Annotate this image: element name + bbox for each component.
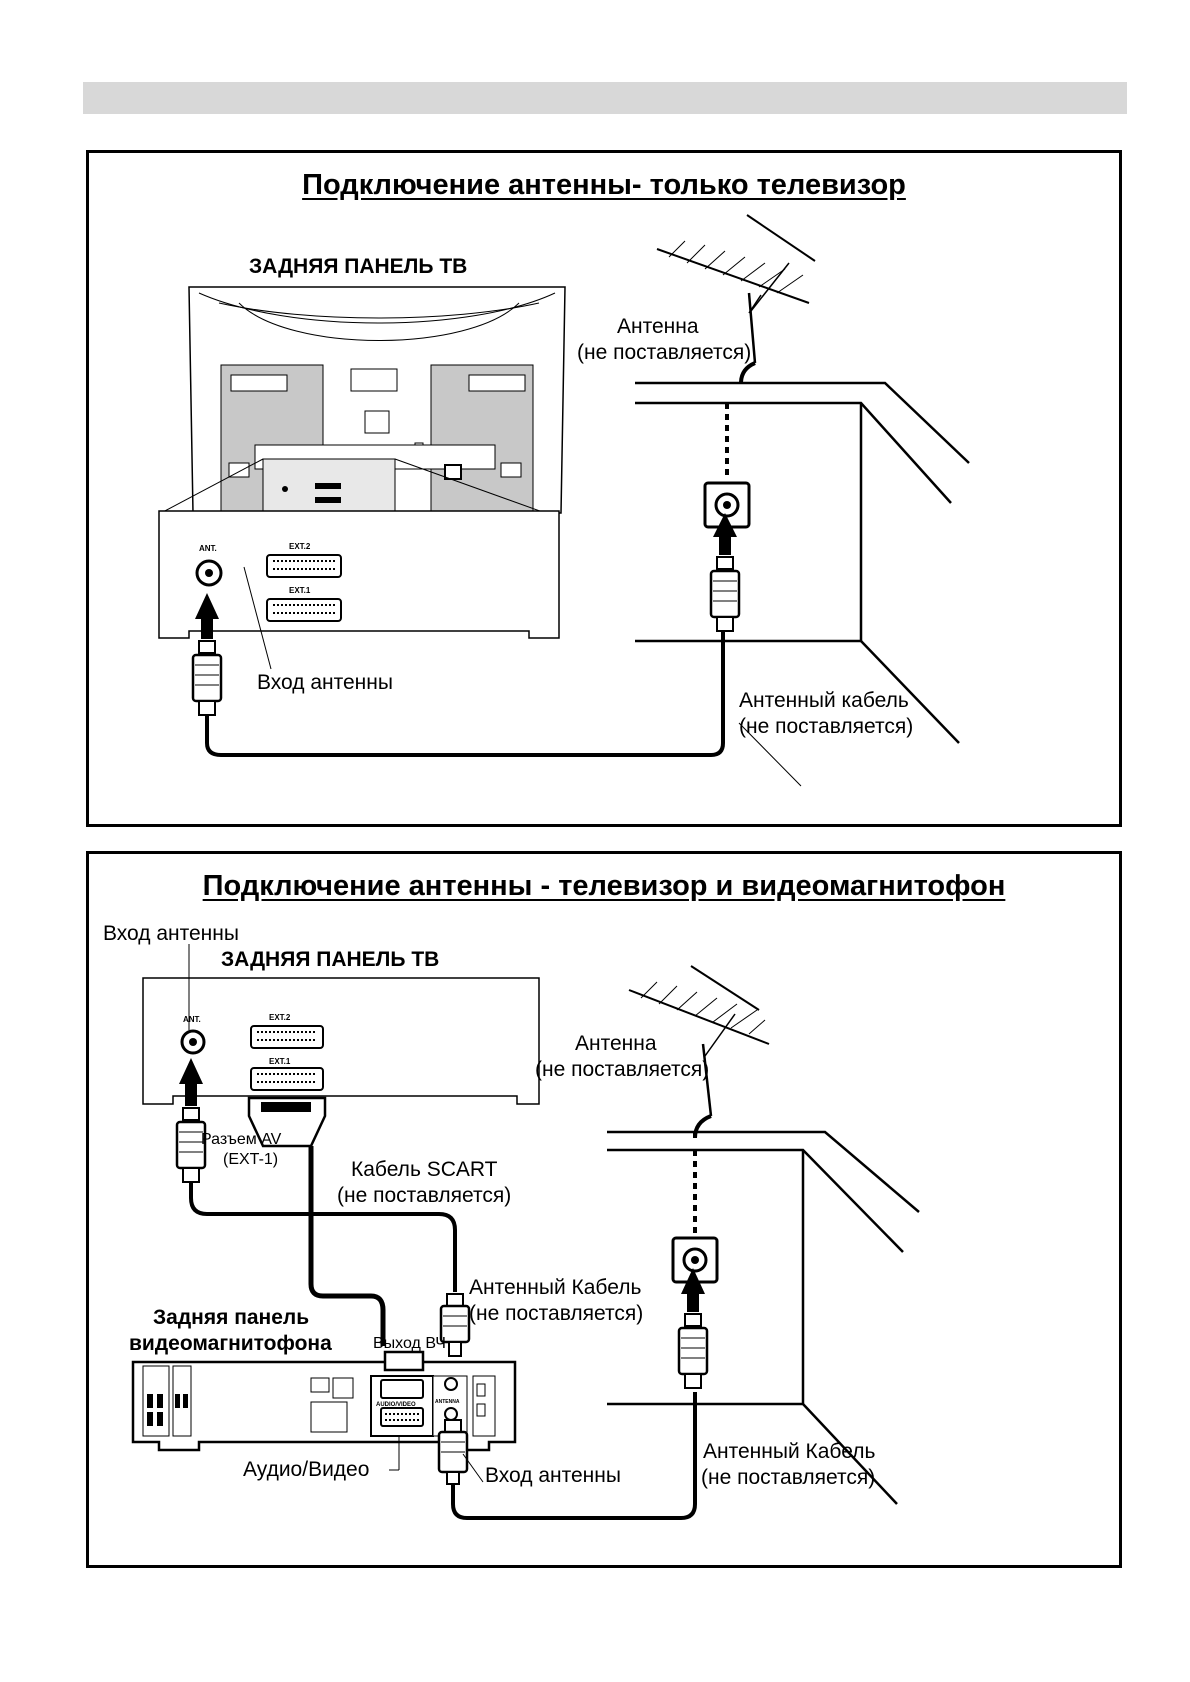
ext1-jack-label: EXT.1 — [269, 1057, 291, 1066]
tv-antenna-plug — [191, 593, 223, 716]
antenna-cable2-label: Антенный Кабель — [703, 1440, 875, 1463]
antenna-label: Антенна — [617, 315, 699, 338]
antenna-cable-label: Антенный Кабель — [469, 1276, 641, 1299]
header-bar — [83, 82, 1127, 114]
audio-video-label: Аудио/Видео — [243, 1458, 369, 1481]
roof-antenna-icon — [656, 214, 816, 384]
roof-antenna-icon — [628, 965, 770, 1139]
antenna-cable — [205, 631, 725, 757]
tv-antenna-input-label: Вход антенны — [103, 922, 239, 945]
vcr-av-jack-label: AUDIO/VIDEO — [376, 1402, 416, 1408]
diagram-tv-vcr: Вход антенны ЗАДНЯЯ ПАНЕЛЬ ТВ ANT. EXT.2… — [103, 922, 920, 1520]
tv-antenna-plug — [175, 1058, 207, 1183]
vcr-antenna-input-plug — [437, 1419, 469, 1485]
tv-terminal-panel-enlarged: ANT. EXT.2 EXT.1 — [158, 510, 560, 639]
antenna-cable-label: Антенный кабель — [739, 689, 909, 712]
ant-jack-label: ANT. — [183, 1015, 201, 1024]
ext2-jack-label: EXT.2 — [289, 542, 311, 551]
panel-antenna-tv-only: Подключение антенны- только телевизор ЗА… — [86, 150, 1122, 827]
av-connector-label: Разъем AV — [201, 1131, 282, 1148]
wall-illustration — [635, 381, 970, 744]
wall-illustration — [607, 1130, 920, 1505]
antenna-note: (не поставляется) — [577, 341, 751, 364]
vcr-antenna-input-label: Вход антенны — [485, 1464, 621, 1487]
tv-terminal-panel: ANT. EXT.2 EXT.1 — [142, 977, 540, 1105]
tv-vcr-antenna-cable — [189, 1182, 457, 1292]
vcr-panel-label-line2: видеомагнитофона — [129, 1332, 332, 1355]
wall-socket-icon — [671, 1236, 719, 1389]
antenna-label: Антенна — [575, 1032, 657, 1055]
antenna-cable-note: (не поставляется) — [739, 715, 913, 738]
scart-cable-note: (не поставляется) — [337, 1184, 511, 1207]
diagram-tv-only: ЗАДНЯЯ ПАНЕЛЬ ТВ — [158, 214, 970, 787]
vcr-panel-label-line1: Задняя панель — [153, 1306, 309, 1329]
panel-antenna-tv-vcr: Подключение антенны - телевизор и видеом… — [86, 851, 1122, 1568]
tv-back-panel-label: ЗАДНЯЯ ПАНЕЛЬ ТВ — [249, 255, 467, 278]
scart-cable-label: Кабель SCART — [351, 1158, 498, 1181]
tv-rear-illustration — [160, 286, 566, 526]
ext2-jack-label: EXT.2 — [269, 1013, 291, 1022]
av-connector-note: (EXT-1) — [223, 1151, 278, 1168]
vcr-rear-illustration: AUDIO/VIDEO ANTENNA — [131, 1360, 517, 1452]
antenna-input-label: Вход антенны — [257, 671, 393, 694]
tv-back-panel-label: ЗАДНЯЯ ПАНЕЛЬ ТВ — [221, 948, 439, 971]
antenna-note: (не поставляется) — [535, 1058, 709, 1081]
antenna-cable2-note: (не поставляется) — [701, 1466, 875, 1489]
wall-vcr-antenna-cable — [451, 1392, 697, 1520]
ant-jack-label: ANT. — [199, 544, 217, 553]
scart-cable — [308, 1146, 386, 1346]
wall-socket-icon — [703, 481, 751, 632]
rf-out-plug — [439, 1293, 471, 1357]
vcr-antenna-jack-label: ANTENNA — [435, 1399, 460, 1405]
panel-title: Подключение антенны - телевизор и видеом… — [202, 870, 1006, 902]
rf-out-label: Выход ВЧ — [373, 1335, 446, 1352]
antenna-cable-note: (не поставляется) — [469, 1302, 643, 1325]
ext1-jack-label: EXT.1 — [289, 586, 311, 595]
panel-title: Подключение антенны- только телевизор — [302, 169, 906, 201]
